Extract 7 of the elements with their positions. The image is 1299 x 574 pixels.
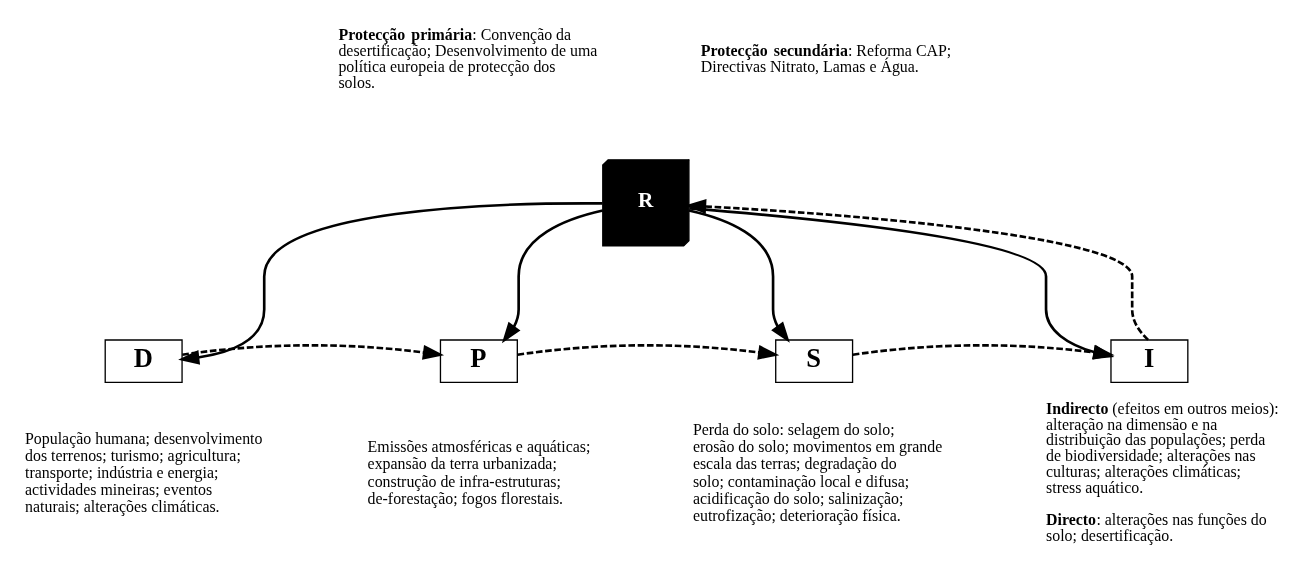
node-label: População humana; desenvolvimento dos terrenos; turismo; agricultura; transporte; indústria e energia; actividades mineiras; eventos naturais; alterações climáticas. [25, 429, 263, 516]
node-label: Perda do solo: selagem do solo; erosão do solo; movimentos em grande escala das terras; degradação do solo; contaminação local e difusa; acidificação do solo; salinização; eutrofização; deterioração física. [692, 420, 943, 525]
node-label: Directo: alterações nas funções do solo; desertificação. [1046, 510, 1267, 544]
node-label: Emissões atmosféricas e aquáticas; expansão da terra urbanizada; construção de infra-estruturas; de-forestação; fogos florestais. [367, 438, 591, 507]
label: Protecção secundária: Reforma CAP; Directivas Nitrato, Lamas e Água. [700, 41, 952, 75]
label: Protecção primária: Convenção da desertificação; Desenvolvimento de uma política europeia de protecção dos solos. [338, 26, 598, 91]
node-label: Indirecto (efeitos em outros meios): alteração na dimensão e na distribuição das populações; perda de biodiversidade; alterações nas culturas; alterações climáticas; stress aquático. [1046, 399, 1279, 497]
